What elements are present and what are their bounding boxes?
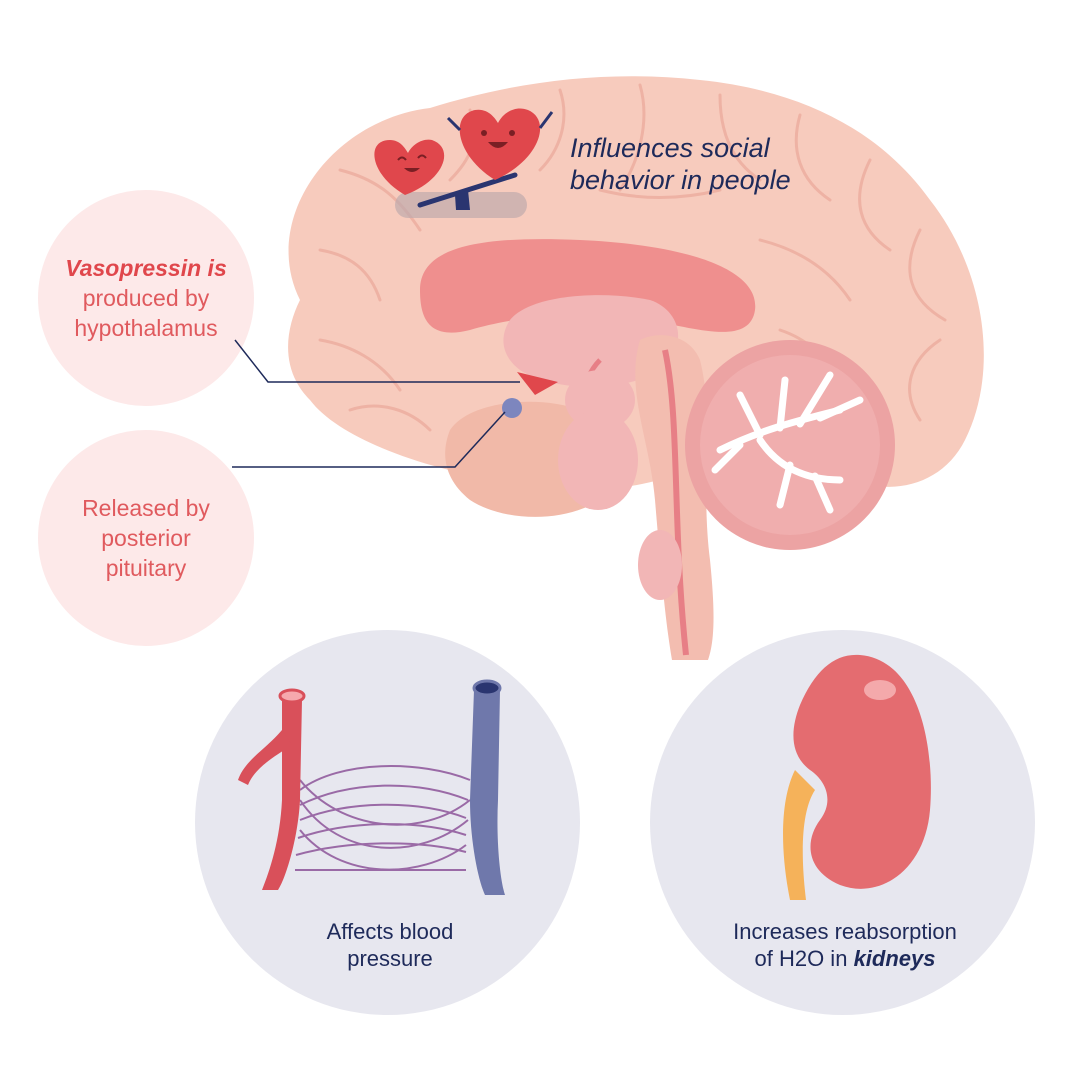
kidney-label-line-1: Increases reabsorption — [733, 919, 957, 944]
kidney-label-line-2-prefix: of H2O in — [754, 946, 848, 971]
hypothalamus — [517, 372, 558, 395]
vein — [470, 690, 505, 895]
pituitary-label: Released by posterior pituitary — [38, 493, 254, 583]
social-line-2: behavior in people — [570, 165, 791, 195]
blood-pressure-label: Affects blood pressure — [230, 918, 550, 972]
blood-label-line-2: pressure — [347, 946, 433, 971]
brain-illustration — [288, 76, 984, 660]
hypothalamus-bubble — [38, 190, 254, 406]
blood-vessels-illustration — [238, 679, 505, 895]
hypothalamus-label-emphasis: Vasopressin is — [65, 255, 227, 281]
hearts-seesaw-illustration — [374, 108, 554, 218]
pituitary — [502, 398, 522, 418]
arbor-vitae — [711, 371, 864, 514]
hypothalamus-leader-line — [234, 339, 520, 383]
kidney-label-emphasis: kidneys — [853, 946, 936, 971]
pituitary-bubble — [38, 430, 254, 646]
blood-label-line-1: Affects blood — [326, 919, 454, 944]
artery — [262, 700, 302, 890]
social-line-1: Influences social — [570, 133, 770, 163]
pituitary-label-line-1: Released by — [82, 495, 210, 521]
kidney-illustration — [783, 654, 931, 900]
pituitary-label-line-3: pituitary — [105, 555, 187, 581]
hypothalamus-label: Vasopressin is produced by hypothalamus — [38, 253, 254, 343]
pituitary-leader-line — [232, 411, 506, 468]
kidney-label-line-2: of H2O in kidneys — [680, 945, 1010, 972]
ureter — [783, 770, 815, 900]
hypothalamus-label-line-3: hypothalamus — [74, 315, 218, 341]
kidney — [793, 654, 931, 889]
kidney-label: Increases reabsorption of H2O in kidneys — [680, 918, 1010, 972]
hypothalamus-label-line-2: produced by — [82, 285, 210, 311]
corpus-callosum — [420, 239, 756, 333]
blood-vessels-circle — [195, 630, 580, 1015]
pituitary-label-line-2: posterior — [101, 525, 191, 551]
social-behavior-label: Influences social behavior in people — [570, 132, 870, 196]
left-heart — [374, 139, 445, 195]
